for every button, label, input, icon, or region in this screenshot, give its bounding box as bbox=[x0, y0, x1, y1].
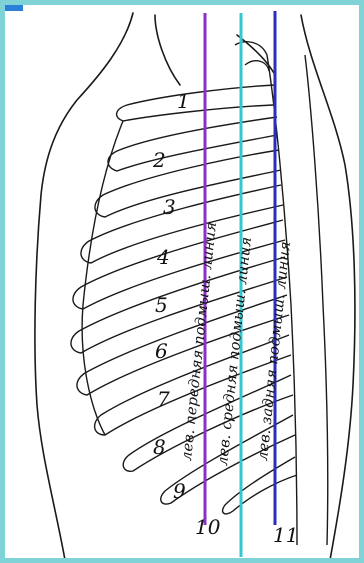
rib-number-8: 8 bbox=[153, 437, 166, 457]
rib-1 bbox=[117, 85, 275, 121]
rib-number-9: 9 bbox=[173, 481, 186, 501]
rib-number-4: 4 bbox=[157, 247, 170, 267]
rib-2 bbox=[108, 117, 277, 171]
rib-number-3: 3 bbox=[163, 197, 176, 217]
rib-number-1: 1 bbox=[177, 91, 190, 111]
rib-number-6: 6 bbox=[155, 341, 168, 361]
rib-number-5: 5 bbox=[155, 295, 168, 315]
rib-number-11: 11 bbox=[273, 525, 298, 545]
spine-back bbox=[305, 55, 328, 545]
costal-margin bbox=[82, 121, 123, 435]
rib-number-7: 7 bbox=[157, 389, 170, 409]
rib-number-10: 10 bbox=[195, 517, 220, 537]
rib-number-2: 2 bbox=[153, 150, 166, 170]
